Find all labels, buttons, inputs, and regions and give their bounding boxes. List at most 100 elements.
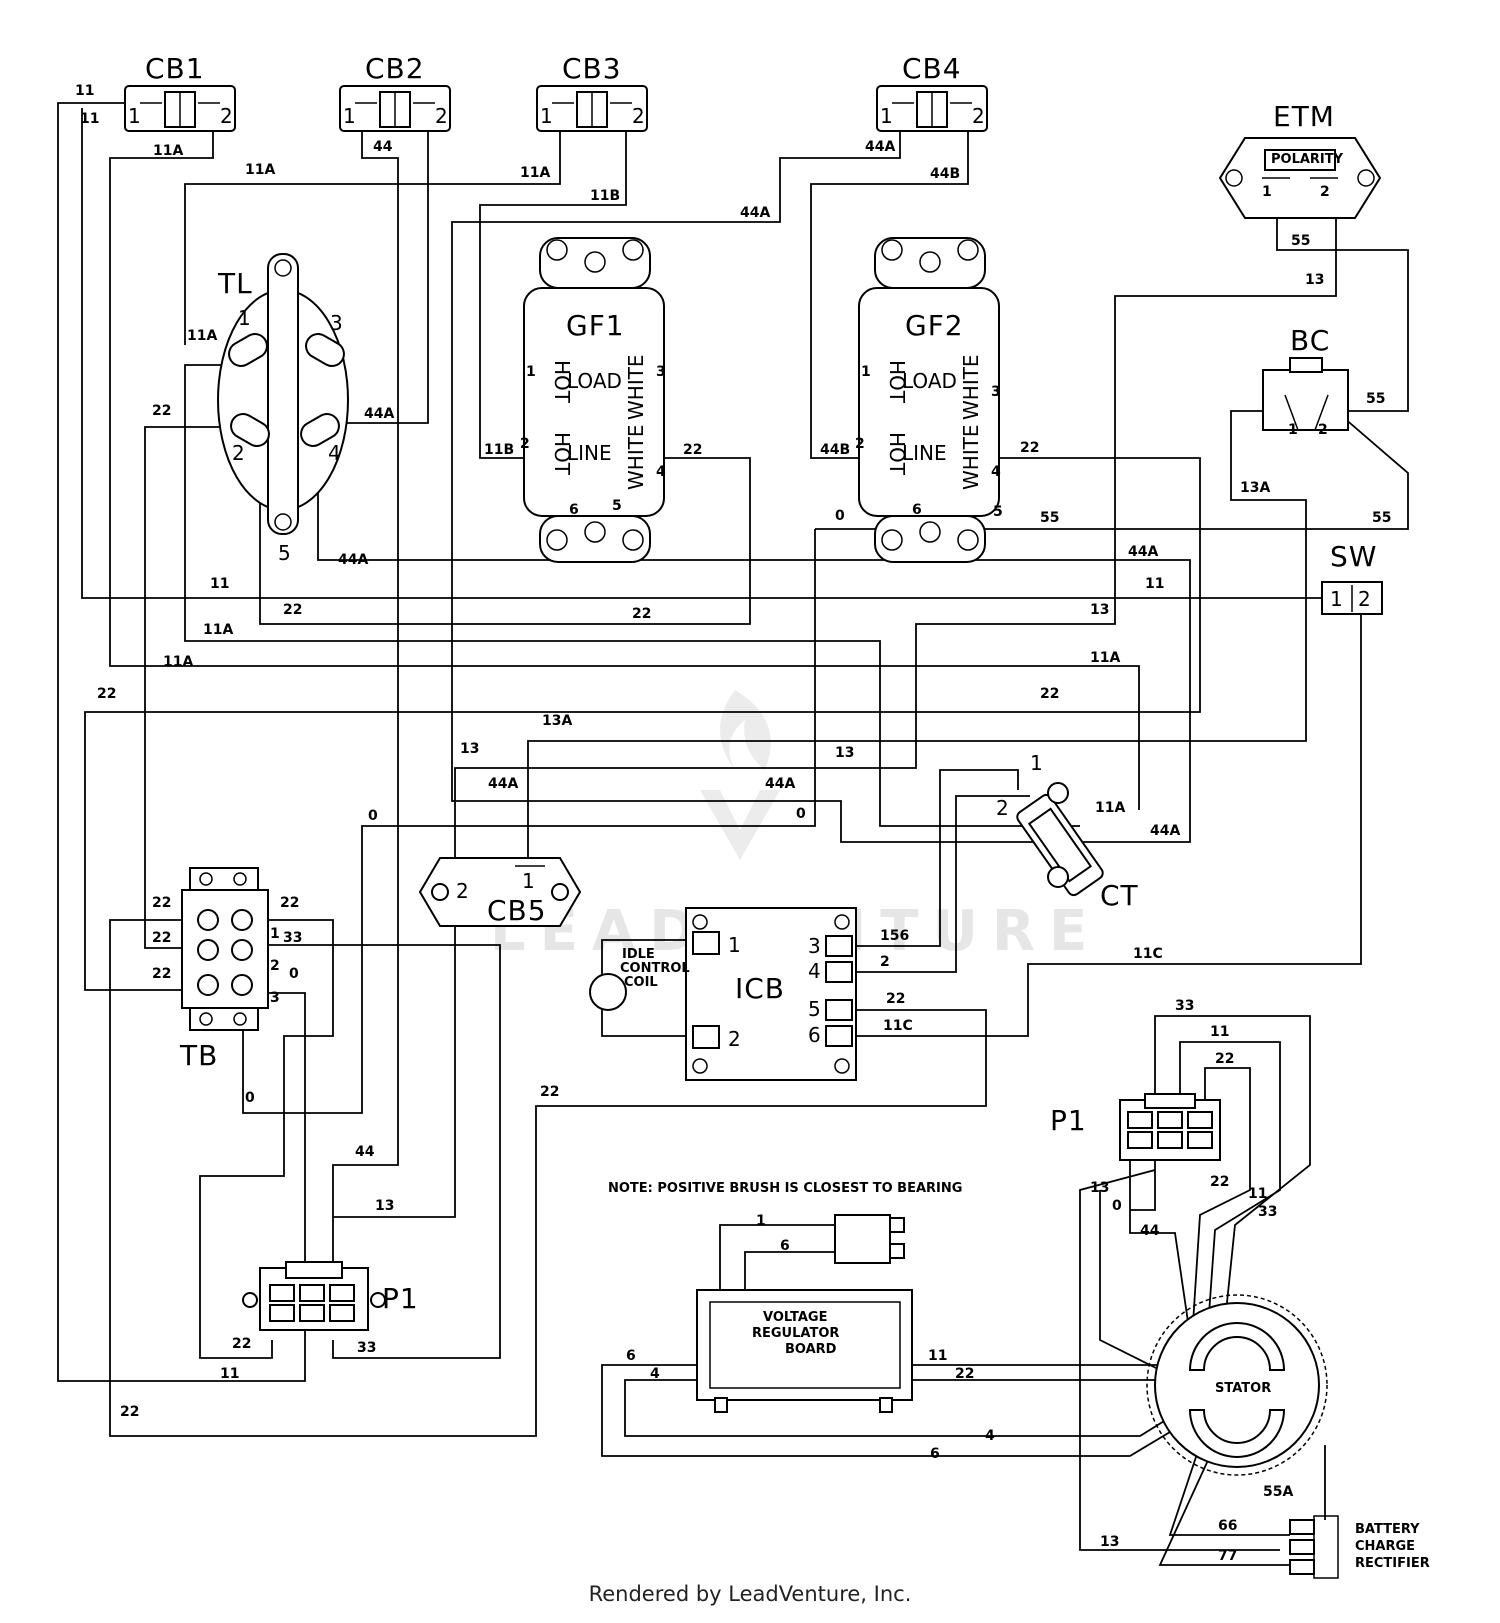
svg-text:11A: 11A bbox=[520, 165, 550, 181]
p1-left-label: P1 bbox=[382, 1282, 419, 1315]
voltage-regulator-board[interactable]: VOLTAGE REGULATOR BOARD bbox=[696, 1289, 913, 1413]
svg-text:1: 1 bbox=[343, 104, 356, 128]
svg-text:1: 1 bbox=[880, 104, 893, 128]
svg-text:44: 44 bbox=[373, 139, 393, 155]
wire-0-tb bbox=[268, 992, 306, 1290]
svg-text:44: 44 bbox=[355, 1144, 375, 1160]
p1-right-label: P1 bbox=[1050, 1104, 1087, 1137]
cb4-label: CB4 bbox=[902, 52, 962, 85]
svg-text:22: 22 bbox=[152, 895, 171, 911]
wire-22-gf2 bbox=[84, 457, 1201, 991]
svg-text:1: 1 bbox=[522, 869, 535, 893]
cb4[interactable]: 1 2 CB4 bbox=[876, 52, 988, 132]
svg-text:2: 2 bbox=[728, 1027, 741, 1051]
wire-stator-11 bbox=[1179, 1041, 1281, 1371]
svg-text:1: 1 bbox=[756, 1213, 766, 1229]
svg-text:44B: 44B bbox=[820, 442, 850, 458]
wire-11a-b bbox=[184, 364, 1080, 827]
gf1-line: LINE bbox=[567, 441, 612, 465]
wire-11-sw bbox=[81, 108, 1331, 599]
p1-connector-right[interactable]: P1 bbox=[1050, 1093, 1221, 1161]
svg-text:13: 13 bbox=[835, 745, 854, 761]
wire-0 bbox=[242, 529, 816, 1114]
icb[interactable]: 12 34 56 ICB bbox=[685, 907, 857, 1081]
bc-label: BC bbox=[1290, 324, 1330, 357]
svg-text:11A: 11A bbox=[1095, 800, 1125, 816]
svg-text:44A: 44A bbox=[1128, 544, 1158, 560]
wire-stator-22 bbox=[1189, 1067, 1251, 1371]
sw-label: SW bbox=[1330, 540, 1377, 573]
svg-text:2: 2 bbox=[232, 441, 245, 465]
svg-text:4: 4 bbox=[328, 441, 341, 465]
icb-label: ICB bbox=[735, 972, 785, 1005]
svg-text:6: 6 bbox=[626, 1348, 636, 1364]
svg-text:2: 2 bbox=[972, 104, 985, 128]
svg-text:44: 44 bbox=[1140, 1223, 1160, 1239]
stator[interactable]: STATOR bbox=[1146, 1294, 1328, 1476]
wire-44b bbox=[810, 103, 969, 459]
svg-text:1: 1 bbox=[540, 104, 553, 128]
ct-transformer[interactable]: 12 CT bbox=[996, 751, 1139, 912]
idle-control-coil: IDLE CONTROL COIL bbox=[589, 947, 690, 1011]
svg-text:11A: 11A bbox=[1090, 650, 1120, 666]
wire-stator-13b bbox=[1099, 1190, 1171, 1376]
gf1-hot-line: HOT bbox=[550, 432, 574, 476]
svg-text:11A: 11A bbox=[245, 162, 275, 178]
svg-text:6: 6 bbox=[912, 502, 922, 518]
wire-44 bbox=[332, 103, 399, 1290]
svg-text:1: 1 bbox=[728, 933, 741, 957]
svg-text:11: 11 bbox=[220, 1366, 239, 1382]
gf1-white-load: WHITE bbox=[624, 354, 648, 420]
svg-text:22: 22 bbox=[97, 686, 116, 702]
svg-text:11A: 11A bbox=[163, 654, 193, 670]
svg-text:1: 1 bbox=[1288, 422, 1298, 438]
wire-77 bbox=[1158, 1444, 1290, 1566]
svg-text:6: 6 bbox=[930, 1446, 940, 1462]
svg-text:6: 6 bbox=[569, 502, 579, 518]
svg-text:3: 3 bbox=[656, 364, 666, 380]
gf2-receptacle[interactable]: GF2 LOAD LINE HOT HOT WHITE WHITE 12 34 … bbox=[855, 237, 1003, 563]
svg-text:11C: 11C bbox=[1133, 946, 1163, 962]
p1-connector-left[interactable]: P1 bbox=[242, 1261, 419, 1331]
svg-text:2: 2 bbox=[270, 958, 280, 974]
wire-22-gf1 bbox=[259, 455, 751, 625]
terminal-block[interactable]: 123 TB bbox=[179, 867, 280, 1072]
svg-text:0: 0 bbox=[1112, 1198, 1122, 1214]
svg-text:33: 33 bbox=[1175, 998, 1194, 1014]
svg-text:11C: 11C bbox=[883, 1018, 913, 1034]
svg-text:11: 11 bbox=[1145, 576, 1164, 592]
svg-text:22: 22 bbox=[1040, 686, 1059, 702]
svg-text:1: 1 bbox=[526, 364, 536, 380]
svg-text:55: 55 bbox=[1291, 233, 1310, 249]
svg-text:156: 156 bbox=[880, 928, 909, 944]
svg-text:13: 13 bbox=[1100, 1534, 1119, 1550]
svg-text:2: 2 bbox=[456, 879, 469, 903]
gf2-hot-load: HOT bbox=[885, 360, 909, 404]
svg-text:22: 22 bbox=[232, 1336, 251, 1352]
svg-text:22: 22 bbox=[283, 602, 302, 618]
svg-text:0: 0 bbox=[245, 1090, 255, 1106]
svg-text:11B: 11B bbox=[484, 442, 514, 458]
svg-text:4: 4 bbox=[650, 1366, 660, 1382]
wire-55 bbox=[1276, 178, 1409, 412]
wires bbox=[57, 102, 1409, 1566]
wire-66 bbox=[1168, 1444, 1290, 1536]
svg-text:22: 22 bbox=[152, 966, 171, 982]
gf1-receptacle[interactable]: GF1 LOAD LINE HOT HOT WHITE WHITE 12 34 … bbox=[520, 237, 666, 563]
wire-idle-1 bbox=[601, 939, 693, 985]
svg-text:13: 13 bbox=[460, 741, 479, 757]
wire-vrb-6 bbox=[601, 1364, 1191, 1457]
svg-text:22: 22 bbox=[1210, 1174, 1229, 1190]
battery-charge-rectifier[interactable]: BATTERY CHARGE RECTIFIER bbox=[1289, 1515, 1430, 1579]
svg-text:13: 13 bbox=[375, 1198, 394, 1214]
svg-text:44A: 44A bbox=[765, 776, 795, 792]
svg-text:22: 22 bbox=[1020, 440, 1039, 456]
cb5[interactable]: 12 CB5 bbox=[418, 857, 582, 927]
